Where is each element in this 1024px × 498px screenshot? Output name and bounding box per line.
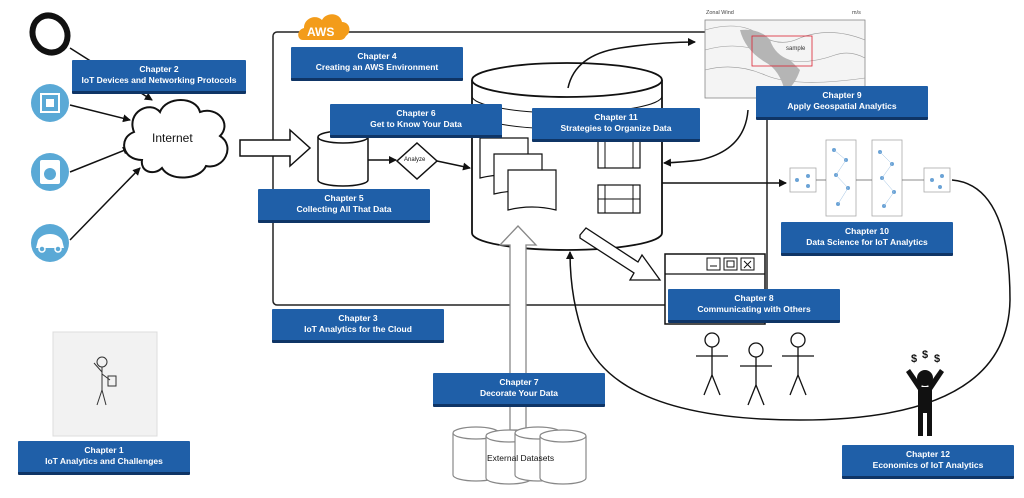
wearable-band-icon: [29, 12, 71, 56]
chapter-title: Decorate Your Data: [479, 388, 559, 398]
dollar-sign-icon: $: [922, 349, 928, 361]
aws-badge-text: AWS: [307, 25, 335, 39]
chapter-title: Apply Geospatial Analytics: [787, 101, 897, 111]
chapter-label: Chapter 7 Decorate Your Data: [433, 373, 605, 407]
chapter-number: Chapter 5: [324, 193, 364, 203]
dollar-sign-icon: $: [911, 353, 917, 365]
aws-cloud-icon: [298, 14, 350, 40]
chapter-title: Economics of IoT Analytics: [872, 460, 984, 470]
flow-arrow: [663, 109, 749, 167]
stressed-person-icon: [906, 369, 944, 436]
device-arrow: [69, 146, 131, 173]
internet-label: Internet: [152, 131, 193, 145]
chapter-title: Data Science for IoT Analytics: [806, 237, 928, 247]
chip-sensor-icon: [31, 84, 69, 122]
chapter-number: Chapter 7: [499, 377, 539, 387]
external-datasets-label: External Datasets: [487, 453, 555, 463]
chapter-label: Chapter 9 Apply Geospatial Analytics: [756, 86, 928, 120]
chapter-title: IoT Analytics for the Cloud: [304, 324, 412, 334]
chapter-title: Strategies to Organize Data: [560, 123, 672, 133]
chapter-label: Chapter 6 Get to Know Your Data: [330, 104, 502, 138]
chapter-number: Chapter 8: [734, 293, 774, 303]
dollar-sign-icon: $: [934, 353, 940, 365]
chapter-title: IoT Devices and Networking Protocols: [81, 75, 237, 85]
feedback-loop-arrow: [566, 179, 1011, 421]
chapter-number: Chapter 10: [845, 226, 889, 236]
chapter-title: Creating an AWS Environment: [315, 62, 439, 72]
communicate-arrow: [579, 227, 662, 281]
chapter-title: Collecting All That Data: [296, 204, 392, 214]
chapter-number: Chapter 6: [396, 108, 436, 118]
audience-figure-icon: [696, 332, 728, 396]
chapter-label: Chapter 8 Communicating with Others: [668, 289, 840, 323]
flow-arrow: [436, 160, 471, 171]
flow-arrow: [567, 38, 696, 89]
ingest-arrow: [239, 128, 312, 168]
audience-figure-icon: [740, 342, 772, 406]
chapter-number: Chapter 3: [338, 313, 378, 323]
chapter-label: Chapter 12 Economics of IoT Analytics: [842, 445, 1014, 479]
chapter-number: Chapter 2: [139, 64, 179, 74]
table-icon: [597, 139, 641, 169]
device-arrow: [69, 167, 141, 241]
table-icon: [597, 184, 641, 214]
chapter-label: Chapter 10 Data Science for IoT Analytic…: [781, 222, 953, 256]
chapter-number: Chapter 11: [594, 112, 638, 122]
internet-cloud-icon: [123, 99, 229, 179]
chapter-number: Chapter 9: [822, 90, 862, 100]
map-title-right: m/s: [852, 10, 861, 16]
chapter-label: Chapter 2 IoT Devices and Networking Pro…: [72, 60, 246, 94]
external-dataset-cylinder: [539, 429, 587, 485]
map-sample-label: sample: [786, 46, 806, 52]
chapter-label: Chapter 11 Strategies to Organize Data: [532, 108, 700, 142]
neural-network-diagram: [789, 139, 951, 217]
chapter-label: Chapter 3 IoT Analytics for the Cloud: [272, 309, 444, 343]
chapter-title: Communicating with Others: [697, 304, 811, 314]
map-title-left: Zonal Wind: [706, 10, 734, 16]
raw-data-cylinder: [317, 130, 369, 187]
document-stack-icon: [479, 137, 557, 211]
chapter-number: Chapter 4: [357, 51, 397, 61]
chapter-title: Get to Know Your Data: [370, 119, 462, 129]
chapter-label: Chapter 1 IoT Analytics and Challenges: [18, 441, 190, 475]
chapter-number: Chapter 1: [84, 445, 124, 455]
analyze-diamond: [395, 141, 439, 181]
thinking-person-sketch: [52, 331, 158, 437]
analyze-label: Analyze: [404, 157, 426, 163]
chapter-label: Chapter 5 Collecting All That Data: [258, 189, 430, 223]
chapter-title: IoT Analytics and Challenges: [45, 456, 163, 466]
chapter-label: Chapter 4 Creating an AWS Environment: [291, 47, 463, 81]
washing-machine-icon: [31, 153, 69, 191]
chapter-number: Chapter 12: [906, 449, 950, 459]
audience-figure-icon: [782, 332, 814, 396]
connected-car-icon: [31, 224, 69, 262]
device-arrow: [69, 104, 131, 123]
